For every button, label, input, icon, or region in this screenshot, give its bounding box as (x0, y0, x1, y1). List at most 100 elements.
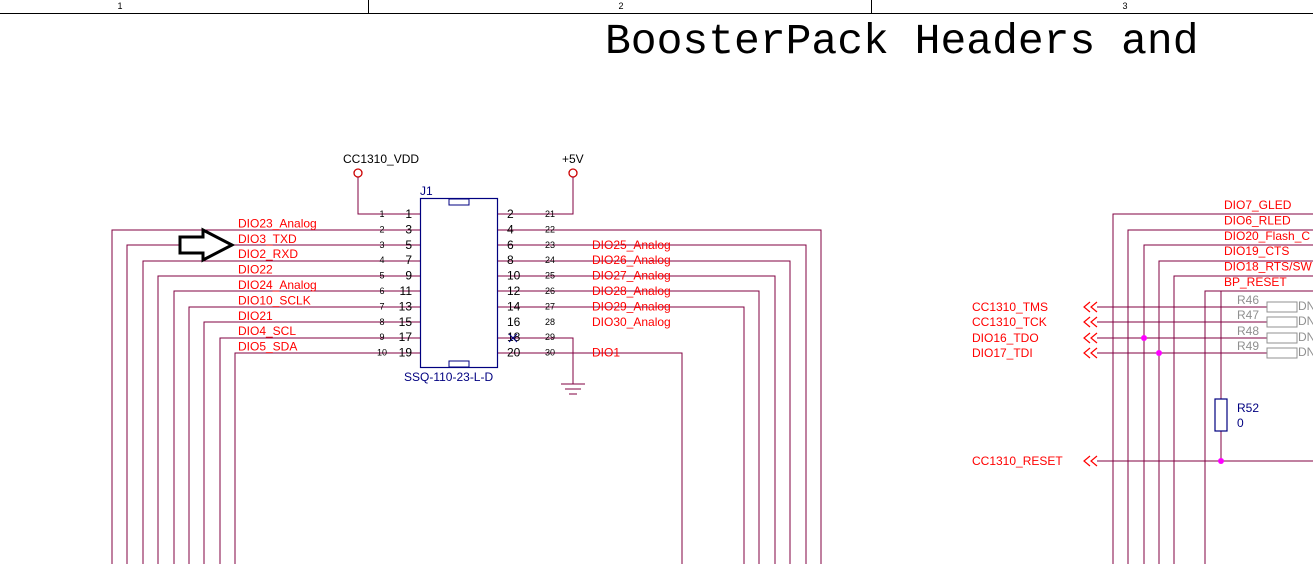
port-label: CC1310_TCK (972, 315, 1047, 329)
pin-ext-left: 8 (379, 317, 384, 327)
resistor-dnp-label: DN (1298, 299, 1313, 313)
net-label-right: DIO27_Analog (592, 269, 671, 283)
pin-number-right: 2 (507, 207, 514, 221)
resistor-body (1266, 332, 1298, 344)
net-label-right: DIO26_Analog (592, 253, 671, 267)
net-label-left: DIO24_Analog (238, 278, 317, 292)
net-label-far-right: DIO18_RTS/SW (1224, 260, 1312, 274)
pin-number-right: 20 (507, 346, 521, 360)
pin-number-left: 19 (399, 346, 413, 360)
net-label-left: DIO22 (238, 263, 273, 277)
pin-number-left: 11 (400, 284, 413, 298)
pin-ext-left: 1 (379, 209, 384, 219)
net-label-far-right: DIO7_GLED (1224, 198, 1292, 212)
pin-number-right: 12 (507, 284, 521, 298)
resistor-body (1266, 301, 1298, 313)
resistor-r52-body (1214, 398, 1228, 432)
hierarchical-ports: CC1310_TMSCC1310_TCKDIO16_TDODIO17_TDICC… (972, 300, 1098, 468)
port-chevron-icon (1083, 332, 1098, 344)
junction-dot (1218, 458, 1224, 464)
pin-ext-right: 21 (545, 209, 555, 219)
port-chevron-icon (1083, 316, 1098, 328)
port-chevron-icon (1083, 455, 1098, 467)
arrow-annotation (178, 227, 236, 263)
net-label-left: DIO5_SDA (238, 340, 297, 354)
port-chevron-icon (1083, 347, 1098, 359)
resistor-dnp-label: DN (1298, 330, 1313, 344)
power-label-vdd: CC1310_VDD (343, 152, 419, 166)
net-label-left: DIO2_RXD (238, 247, 298, 261)
net-label-right: DIO30_Analog (592, 315, 671, 329)
power-symbol-vdd[interactable]: CC1310_VDD (343, 152, 419, 178)
resistor-r52-ref: R52 (1237, 401, 1259, 415)
net-label-left: DIO10_SCLK (238, 293, 311, 307)
pin-ext-left: 2 (379, 224, 384, 234)
pin-ext-left: 9 (379, 332, 384, 342)
pin-ext-right: 24 (545, 255, 555, 265)
net-label-right: DIO28_Analog (592, 284, 671, 298)
pin-ext-left: 6 (379, 286, 384, 296)
resistor-ref: R47 (1237, 308, 1259, 322)
junction-dot (1141, 335, 1147, 341)
pin-number-left: 7 (405, 253, 412, 267)
pin-number-left: 17 (399, 330, 413, 344)
pin-ext-right: 25 (545, 271, 555, 281)
pin-number-left: 9 (405, 269, 412, 283)
net-label-far-right: DIO19_CTS (1224, 244, 1289, 258)
ground-symbol (561, 383, 585, 395)
pin-ext-right: 30 (545, 348, 555, 358)
pin-ext-right: 28 (545, 317, 555, 327)
net-label-left: DIO21 (238, 309, 273, 323)
sheet-title: BoosterPack Headers and (605, 17, 1199, 66)
pin-ext-right: 22 (545, 224, 555, 234)
wires (111, 177, 1313, 564)
port-chevron-icon (1083, 301, 1098, 313)
connector-notch-top (448, 198, 470, 206)
resistor-r52[interactable]: R52 0 (1214, 398, 1259, 432)
power-symbol-5v[interactable]: +5V (562, 152, 584, 178)
resistor-dnp-label: DN (1298, 314, 1313, 328)
pin-ext-left: 3 (379, 240, 384, 250)
pin-number-left: 1 (405, 207, 412, 221)
resistor-r52-value: 0 (1237, 416, 1244, 430)
pin-ext-left: 7 (379, 301, 384, 311)
pin-number-left: 5 (405, 238, 412, 252)
junction-dot (1156, 350, 1162, 356)
resistor-ref: R46 (1237, 293, 1259, 307)
zone-label-3: 3 (1122, 1, 1127, 11)
net-label-left: DIO23_Analog (238, 216, 317, 230)
pin-number-right: 10 (507, 269, 521, 283)
power-label-5v: +5V (562, 152, 584, 166)
net-label-right: DIO29_Analog (592, 299, 671, 313)
pin-number-right: 4 (507, 222, 514, 236)
pin-ext-left: 5 (379, 271, 384, 281)
net-label-right: DIO25_Analog (592, 238, 671, 252)
zone-label-2: 2 (618, 1, 623, 11)
resistor-body (1266, 347, 1298, 359)
connector-ref: J1 (420, 184, 433, 198)
no-connect-mark (508, 333, 518, 343)
pin-number-left: 3 (405, 222, 412, 236)
net-label-right: DIO1 (592, 346, 620, 360)
junctions (1141, 335, 1224, 464)
net-label-left: DIO3_TXD (238, 232, 297, 246)
net-label-left: DIO4_SCL (238, 324, 296, 338)
pin-number-right: 14 (507, 299, 521, 313)
port-label: CC1310_TMS (972, 300, 1048, 314)
drawing-frame: 1 2 3 (0, 0, 1313, 14)
zone-label-1: 1 (117, 1, 122, 11)
pin-number-right: 16 (507, 315, 521, 329)
resistor-ref: R48 (1237, 324, 1259, 338)
pin-number-right: 8 (507, 253, 514, 267)
resistor-dnp-label: DN (1298, 345, 1313, 359)
resistor-ref: R49 (1237, 339, 1259, 353)
pin-ext-right: 29 (545, 332, 555, 342)
pin-ext-right: 26 (545, 286, 555, 296)
net-label-far-right: BP_RESET (1224, 275, 1287, 289)
connector-body (419, 197, 499, 369)
port-label: DIO16_TDO (972, 331, 1039, 345)
